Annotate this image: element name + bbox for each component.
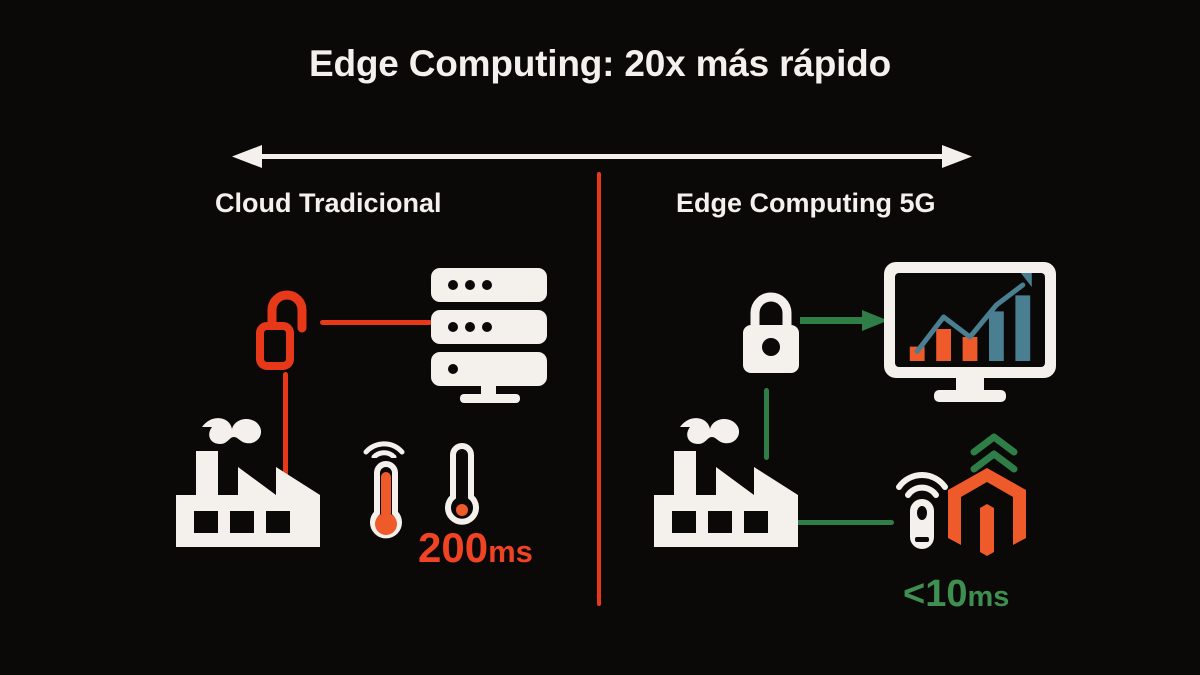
latency-value-left: 200 xyxy=(418,524,489,571)
latency-label-left: 200ms xyxy=(418,524,533,572)
latency-label-right: <10ms xyxy=(903,573,1009,616)
arrow-left-head xyxy=(232,145,262,168)
connector-factory-to-sensor xyxy=(796,520,894,525)
connector-lock-to-server xyxy=(320,320,432,325)
server-rack-icon xyxy=(425,266,553,404)
column-heading-left: Cloud Tradicional xyxy=(215,188,442,218)
chart-trend-line xyxy=(914,282,1026,354)
chart-bar xyxy=(1015,295,1031,361)
server-stand xyxy=(460,384,520,413)
thermometer-filled-icon xyxy=(369,458,403,549)
latency-unit-left: ms xyxy=(488,534,533,569)
thermometer-outline-icon xyxy=(444,440,480,537)
factory-icon xyxy=(650,415,810,560)
comparison-axis xyxy=(232,143,972,171)
chart-bar xyxy=(989,311,1004,361)
wireless-sensor-icon xyxy=(894,455,950,556)
center-divider xyxy=(597,172,601,606)
page-title: Edge Computing: 20x más rápido xyxy=(309,43,891,84)
chart-bar xyxy=(962,337,978,361)
wifi-signal-icon xyxy=(362,432,406,463)
latency-value-right: <10 xyxy=(903,573,968,615)
locked-padlock-icon xyxy=(737,287,805,384)
factory-icon xyxy=(172,415,332,560)
monitor-chart-icon xyxy=(884,262,1056,413)
unlocked-padlock-icon xyxy=(256,288,318,377)
magento-hexagon-icon xyxy=(948,468,1026,565)
connector-arrow-lock-to-monitor xyxy=(800,310,888,337)
chart-bar xyxy=(936,329,951,361)
arrow-right-head xyxy=(942,145,972,168)
connector-lock-to-sensor xyxy=(764,388,769,460)
double-chevron-up-icon xyxy=(968,432,1020,479)
connector-lock-to-factory xyxy=(283,372,288,482)
latency-unit-right: ms xyxy=(967,581,1010,613)
column-heading-right: Edge Computing 5G xyxy=(676,188,936,218)
